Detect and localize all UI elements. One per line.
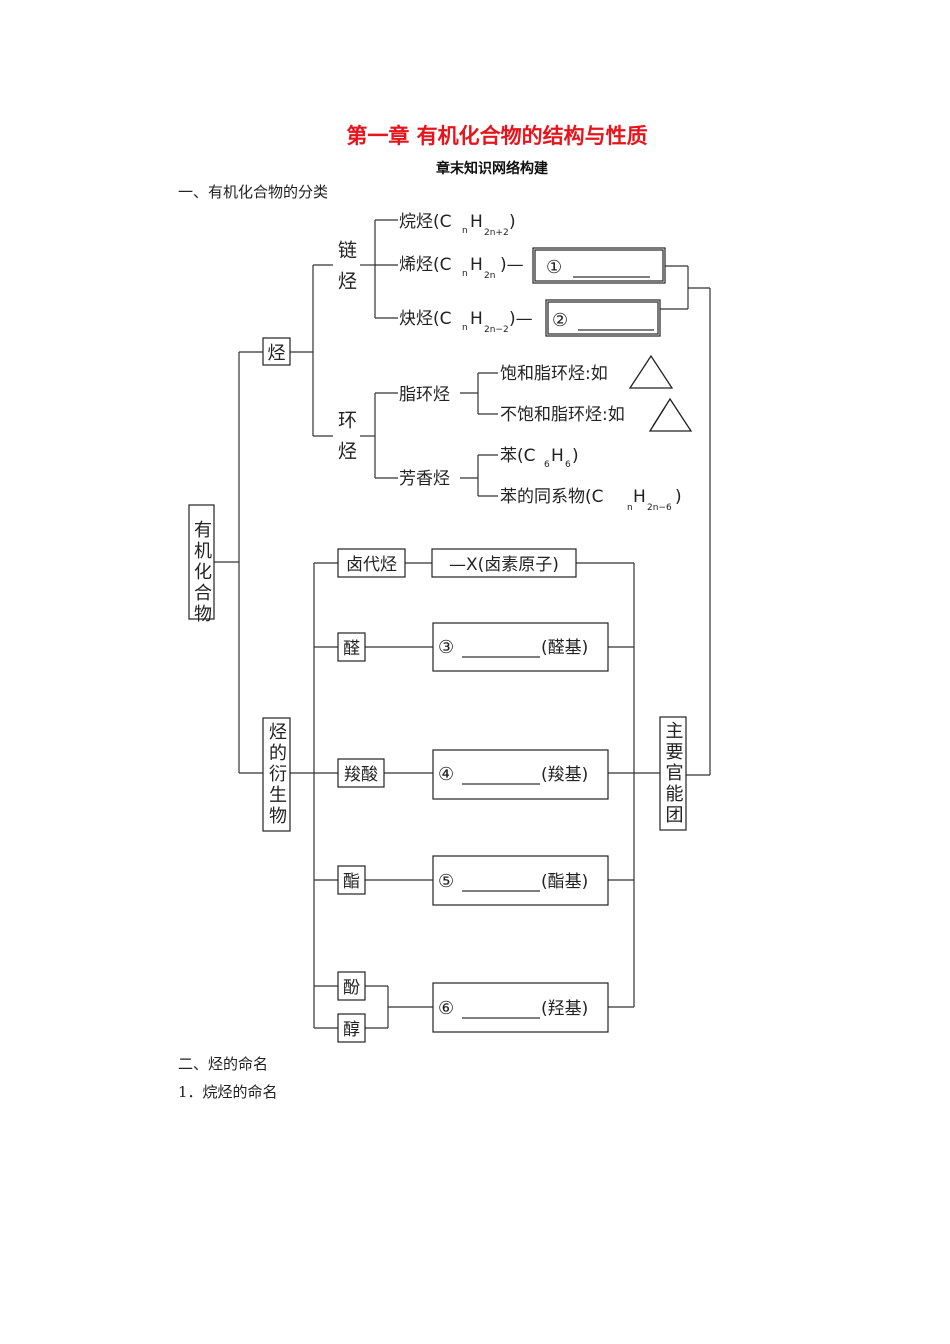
carboxylic-acid-node: 羧酸 [337,758,385,788]
svg-text:H: H [470,255,483,275]
chapter-title: 第一章 有机化合物的结构与性质 [346,124,648,148]
phenol-node: 酚 [337,971,366,1001]
svg-text:(酯基): (酯基) [541,872,588,892]
svg-text:酯: 酯 [343,872,360,892]
derivatives-node: 烃的衍生物 [262,717,291,832]
svg-text:酚: 酚 [343,978,360,998]
unsaturated-alicyclic-label: 不饱和脂环烃:如 [500,405,625,425]
svg-text:2n+2: 2n+2 [484,228,509,238]
hydroxyl-group-box: ⑥ (羟基) [432,982,609,1033]
benzene-homolog-formula: 苯的同系物(C n H 2n−6 ) [500,487,682,513]
svg-text:醇: 醇 [343,1020,360,1040]
cyclopropene-triangle [648,397,693,432]
halide-node: 卤代烃 [337,548,406,578]
svg-text:): ) [509,212,516,232]
svg-text:n: n [627,503,633,513]
cyclopropane-triangle [628,354,674,389]
connector-lines [214,219,711,1029]
svg-text:醛: 醛 [343,639,360,659]
functional-groups-node: 主要官能团 [659,716,687,831]
svg-text:卤代烃: 卤代烃 [346,555,397,575]
svg-text:苯(C: 苯(C [500,446,536,466]
chain-hydrocarbon-label: 链烃 [335,240,357,302]
alkane-formula: 烷烃(C n H 2n+2 ) [399,212,516,238]
ester-group-box: ⑤ (酯基) [432,855,609,906]
svg-text:②: ② [552,310,568,331]
svg-text:2n−6: 2n−6 [647,503,672,513]
halide-group-box: —X(卤素原子) [431,548,577,578]
svg-text:): ) [675,487,682,507]
aldehyde-node: 醛 [337,632,366,662]
svg-text:苯的同系物(C: 苯的同系物(C [500,487,604,507]
derivatives-label: 烃的衍生物 [266,722,287,827]
svg-text:—X(卤素原子): —X(卤素原子) [449,555,559,575]
functional-groups-label: 主要官能团 [663,721,684,826]
blank-box-2: ② [545,299,661,337]
svg-text:⑤: ⑤ [438,871,454,892]
aromatic-label: 芳香烃 [399,469,450,489]
aldehyde-group-box: ③ (醛基) [432,622,609,672]
hydrocarbon-label: 烃 [268,343,286,364]
svg-text:6: 6 [544,460,550,470]
svg-text:n: n [462,323,468,333]
cyclic-hydrocarbon-label: 环烃 [335,410,357,472]
svg-text:(醛基): (醛基) [541,638,588,658]
svg-text:H: H [470,309,483,329]
organic-compound-node: 有机化合物 [188,504,215,625]
benzene-formula: 苯(C 6 H 6 ) [500,446,579,470]
svg-text:⑥: ⑥ [438,998,454,1019]
svg-text:羧酸: 羧酸 [344,765,378,785]
svg-text:n: n [462,226,468,236]
alkyne-formula: 炔烃(C n H 2n−2 )— [399,309,533,335]
svg-text:烯烃(C: 烯烃(C [399,255,452,275]
svg-text:)—: )— [500,255,524,275]
saturated-alicyclic-label: 饱和脂环烃:如 [500,364,608,384]
svg-text:烷烃(C: 烷烃(C [399,212,452,232]
svg-text:H: H [633,487,646,507]
svg-text:6: 6 [565,460,571,470]
svg-text:H: H [470,212,483,232]
hydrocarbon-node: 烃 [262,337,291,366]
alicyclic-label: 脂环烃 [399,385,450,405]
blank-box-1: ① [532,247,666,284]
svg-text:④: ④ [438,764,454,785]
svg-text:H: H [551,446,564,466]
svg-text:2n: 2n [484,271,495,281]
svg-text:): ) [572,446,579,466]
alcohol-node: 醇 [337,1013,366,1043]
organic-compound-label: 有机化合物 [191,520,212,625]
heading-naming: 二、烃的命名 [178,1055,269,1073]
svg-text:③: ③ [438,637,454,658]
svg-text:炔烃(C: 炔烃(C [399,309,452,329]
ester-node: 酯 [337,865,366,895]
heading-classification: 一、有机化合物的分类 [178,183,329,201]
svg-text:(羧基): (羧基) [541,765,588,785]
svg-text:)—: )— [509,309,533,329]
carboxyl-group-box: ④ (羧基) [432,749,609,800]
section-subtitle: 章末知识网络构建 [436,161,548,177]
svg-text:2n−2: 2n−2 [484,325,509,335]
alkene-formula: 烯烃(C n H 2n )— [399,255,524,281]
svg-text:(羟基): (羟基) [541,999,588,1019]
svg-text:n: n [462,269,468,279]
heading-alkane-naming: 1．烷烃的命名 [178,1083,278,1101]
svg-text:①: ① [546,257,562,278]
